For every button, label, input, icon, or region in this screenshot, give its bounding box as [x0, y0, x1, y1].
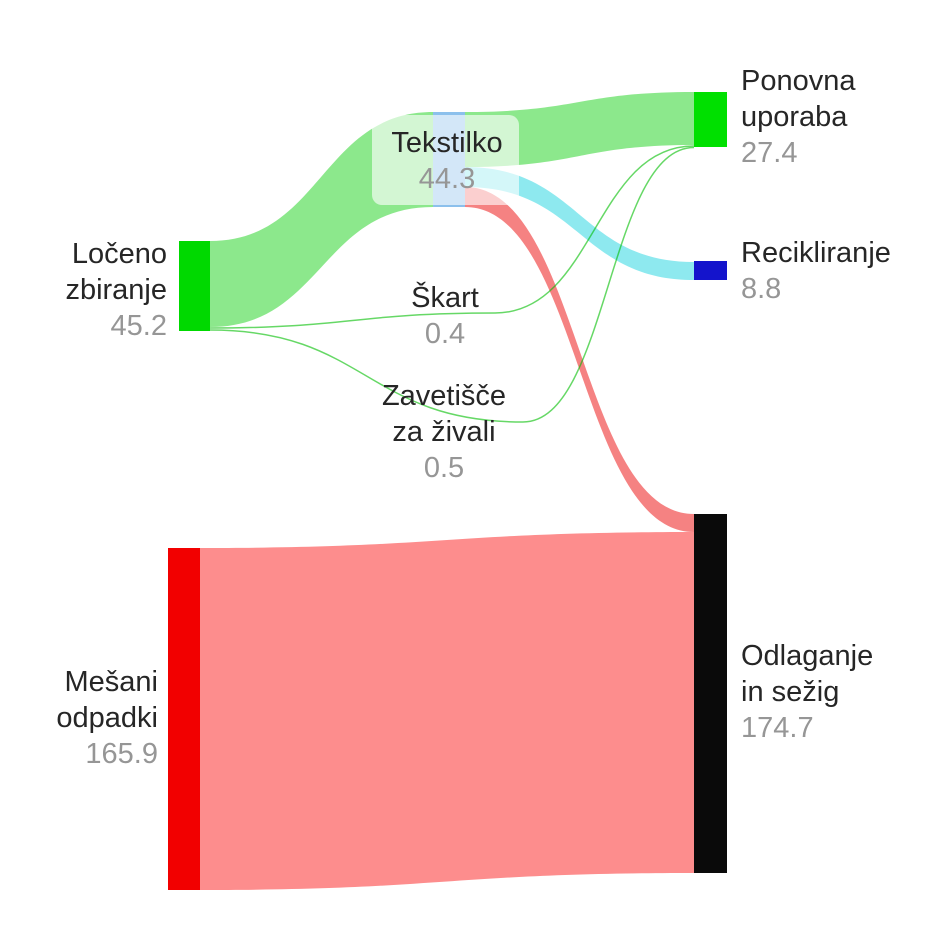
- node-value: 45.2: [110, 310, 167, 342]
- node-name: Odlaganje in sežig: [741, 640, 874, 708]
- node-value: 8.8: [741, 273, 782, 305]
- node-label-mesani-odpadki: Mešani odpadki 165.9: [0, 664, 158, 772]
- node-odlaganje[interactable]: [694, 514, 727, 873]
- node-name: Recikliranje: [741, 237, 891, 269]
- node-label-skart: Škart 0.4: [315, 280, 575, 352]
- node-value: 165.9: [85, 738, 158, 770]
- node-value: 174.7: [741, 712, 814, 744]
- node-name: Zavetišče za živali: [381, 380, 507, 448]
- node-loceno[interactable]: [179, 241, 210, 331]
- node-name: Škart: [411, 282, 479, 314]
- node-mesani[interactable]: [168, 548, 200, 890]
- flow-zavetisce-to-ponovna: [522, 146, 695, 423]
- node-name: Ločeno zbiranje: [65, 238, 167, 306]
- node-label-ponovna-uporaba: Ponovna uporaba 27.4: [741, 63, 940, 171]
- node-name: Mešani odpadki: [56, 666, 158, 734]
- flow-tekstilko-to-recikliranje: [465, 167, 694, 280]
- node-value: 0.5: [423, 452, 465, 484]
- flow-mesani-to-odlaganje: [200, 532, 694, 890]
- node-value: 44.3: [418, 163, 476, 195]
- label-backdrop-tekstilko: [372, 115, 519, 205]
- node-value: 0.4: [424, 318, 466, 350]
- node-value: 27.4: [741, 137, 798, 169]
- flow-tekstilko-to-odlaganje: [465, 187, 694, 532]
- node-name: Ponovna uporaba: [741, 65, 856, 133]
- flow-tekstilko-to-ponovna: [465, 92, 694, 167]
- node-recikliranje[interactable]: [694, 261, 727, 280]
- node-label-tekstilko: Tekstilko 44.3: [317, 125, 577, 197]
- node-label-loceno-zbiranje: Ločeno zbiranje 45.2: [0, 236, 167, 344]
- node-label-zavetisce-za-zivali: Zavetišče za živali 0.5: [314, 378, 574, 486]
- flow-skart-to-ponovna: [494, 145, 695, 314]
- node-ponovna[interactable]: [694, 92, 727, 147]
- node-label-odlaganje-in-sezig: Odlaganje in sežig 174.7: [741, 638, 940, 746]
- node-name: Tekstilko: [391, 127, 503, 159]
- flow-loceno-to-skart: [209, 312, 496, 329]
- flow-loceno-to-zavetisce: [209, 329, 524, 423]
- node-label-recikliranje: Recikliranje 8.8: [741, 235, 940, 307]
